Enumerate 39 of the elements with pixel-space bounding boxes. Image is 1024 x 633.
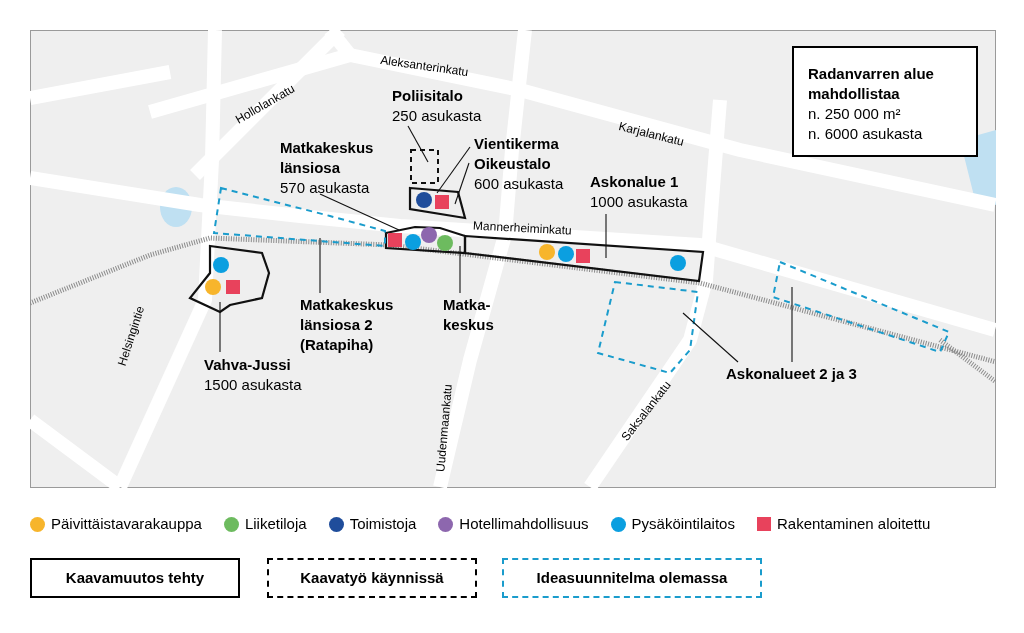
legend-label: Hotellimahdollisuus (459, 514, 589, 534)
leader-line (407, 125, 429, 163)
completed-area-outline (463, 234, 705, 283)
idea-area-outline (771, 260, 951, 354)
street-name: Mannerheiminkatu (472, 219, 572, 237)
completed-area-outline (384, 225, 467, 255)
area-label: Matkakeskus länsiosa 2 (Ratapiha) (300, 295, 420, 355)
legend-label: Toimistoja (349, 514, 417, 534)
leader-line (682, 312, 739, 363)
legend-label: Rakentaminen aloitettu (776, 514, 931, 534)
area-label: Askonalue 1 1000 asukasta (590, 172, 688, 212)
completed-area-outline (408, 186, 467, 220)
legend-sample-box: Ideasuunnitelma olemassa (502, 558, 762, 598)
area-label: Poliisitalo 250 asukasta (392, 86, 482, 126)
area-label: Oikeustalo 600 asukasta (474, 154, 564, 194)
area-label: Askonalueet 2 ja 3 (726, 364, 857, 384)
legend-label: Liiketiloja (244, 514, 307, 534)
street-name: Aleksanterinkatu (379, 53, 470, 79)
leader-line (319, 193, 400, 231)
leader-line (605, 213, 607, 259)
legend-label: Päivittäistavarakauppa (51, 514, 202, 534)
legend-sample-box: Kaavatyö käynnissä (267, 558, 477, 598)
street-name: Uudenmaankatu (434, 383, 454, 473)
planned-area-outline (409, 148, 440, 185)
legend-sample-box: Kaavamuutos tehty (30, 558, 240, 598)
leader-line (319, 237, 321, 294)
leader-line (436, 146, 471, 194)
leader-line (459, 245, 461, 294)
leader-line (219, 301, 221, 353)
leader-line (454, 162, 470, 205)
idea-area-outline (596, 280, 700, 375)
leader-line (791, 286, 793, 363)
area-label: Matka- keskus (443, 295, 501, 335)
info-box: Radanvarren alue mahdollistaa n. 250 000 m² n. 6000 asukasta (792, 46, 978, 157)
completed-area-outline (188, 244, 271, 314)
legend-label: Pysäköintilaitos (631, 514, 735, 534)
area-label: Matkakeskus länsiosa 570 asukasta (280, 138, 392, 198)
area-label: Vientikerma (474, 134, 559, 154)
area-label: Vahva-Jussi 1500 asukasta (204, 355, 302, 395)
